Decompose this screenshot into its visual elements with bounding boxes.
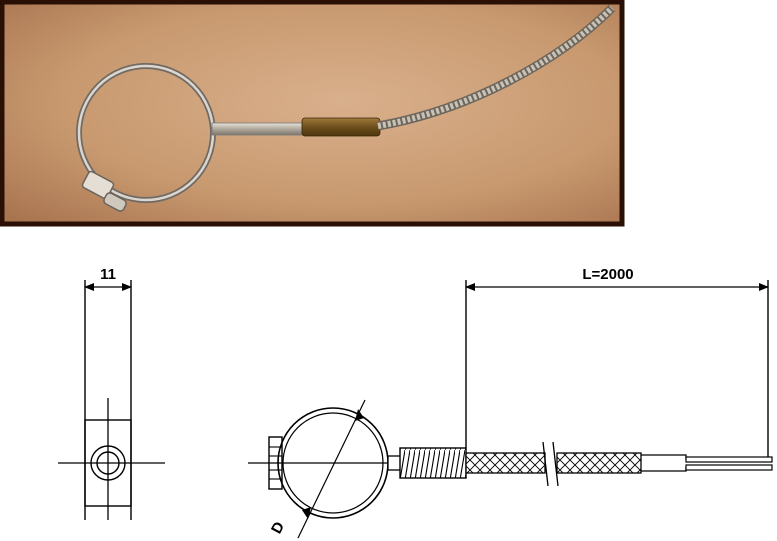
braided-sheath-2 <box>556 452 642 474</box>
side-view-body <box>84 419 132 507</box>
break-mark-right <box>552 441 559 487</box>
width-dimension-label: 11 <box>100 266 116 283</box>
braided-sheath-1 <box>465 452 546 474</box>
wire-lead-2 <box>685 464 773 471</box>
wire-lead-1 <box>685 456 773 463</box>
spring-coil <box>399 447 467 479</box>
front-view: D L=2000 <box>248 266 773 539</box>
break-mark-left <box>542 441 549 487</box>
diameter-dimension-line <box>297 399 366 539</box>
product-photo <box>0 0 625 227</box>
photo-clamp-screw <box>81 170 127 212</box>
length-dimension-label: L=2000 <box>582 266 633 283</box>
side-view: 11 <box>58 266 165 520</box>
diameter-dimension-label: D <box>268 519 288 537</box>
photo-cable <box>377 5 615 129</box>
